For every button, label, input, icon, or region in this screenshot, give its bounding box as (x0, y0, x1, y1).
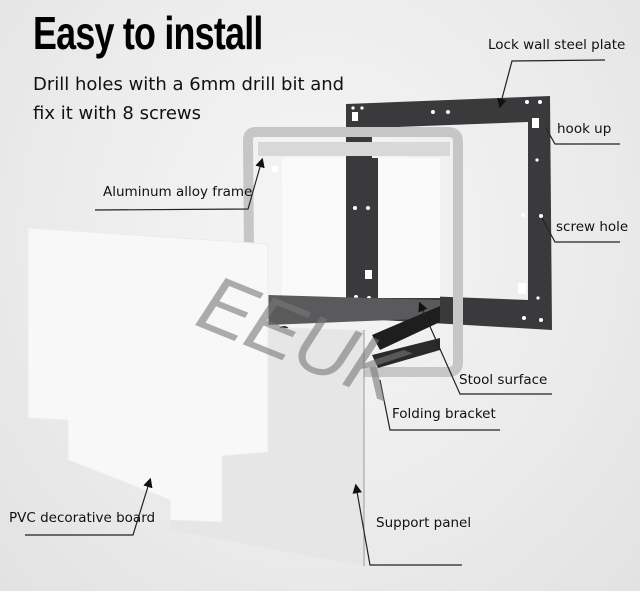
page-title: Easy to install (33, 7, 263, 59)
page-subtitle: Drill holes with a 6mm drill bit and fix… (33, 74, 345, 124)
label-support-panel: Support panel (376, 515, 472, 531)
label-folding-bracket: Folding bracket (392, 406, 496, 422)
label-stool-surface: Stool surface (459, 372, 548, 388)
label-lock-wall-steel-plate: Lock wall steel plate (488, 37, 626, 53)
label-pvc-decorative-board: PVC decorative board (9, 510, 156, 526)
label-aluminum-alloy-frame: Aluminum alloy frame (103, 184, 253, 200)
pvc-board (27, 227, 269, 523)
aluminum-frame (242, 127, 463, 377)
label-hook-up: hook up (557, 121, 612, 137)
label-screw-hole: screw hole (556, 219, 629, 235)
